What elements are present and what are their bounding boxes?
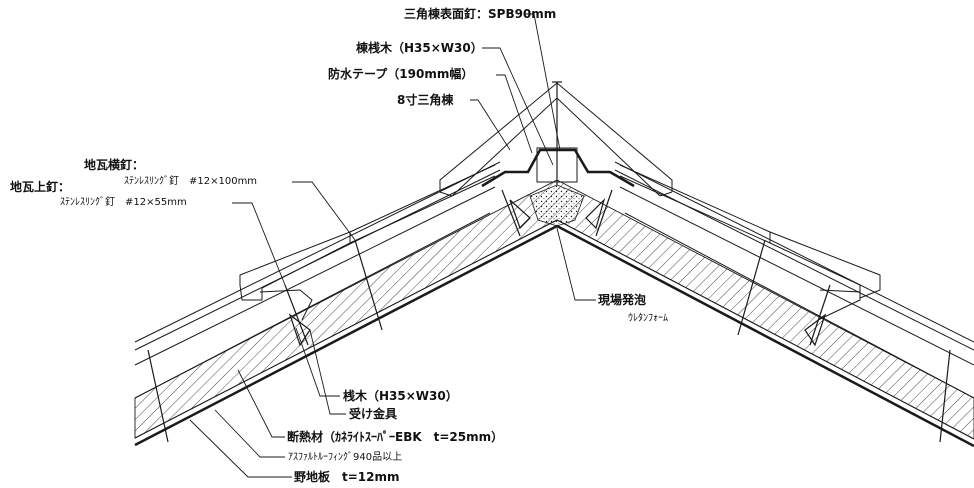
label-sheathing: 野地板 t=12mm: [294, 470, 400, 484]
label-asphalt: ｱｽﾌｧﾙﾄﾙｰﾌｨﾝｸﾞ940品以上: [288, 452, 403, 463]
label-jigawara-ue-title: 地瓦上釘：: [10, 180, 71, 194]
label-jigawara-yoko-spec: ｽﾃﾝﾚｽﾘﾝｸﾞ釘 #12×100mm: [124, 176, 258, 187]
brackets-and-nails: [147, 189, 951, 443]
tile-profile-right: [619, 164, 881, 321]
label-waterproof-tape: 防水テープ（190mm幅）: [328, 67, 474, 81]
label-ridge-nail: 三角棟表面釘：SPB90mm: [404, 7, 557, 21]
tile-profile-left: [239, 164, 496, 321]
label-ridge-8sun: 8寸三角棟: [397, 93, 454, 107]
leader-lines: [189, 13, 596, 478]
label-insulation: 断熱材（ｶﾈﾗｲﾄｽｰﾊﾟｰEBK t=25mm）: [287, 430, 504, 444]
label-foam-title: 現場発泡: [598, 293, 647, 307]
label-jigawara-yoko-title: 地瓦横釘：: [84, 158, 145, 172]
label-foam-sub: ｳﾚﾀﾝﾌｫｰﾑ: [628, 313, 668, 324]
label-ridge-batten: 棟桟木（H35×W30）: [356, 41, 483, 55]
label-jigawara-ue-spec: ｽﾃﾝﾚｽﾘﾝｸﾞ釘 #12×55mm: [60, 197, 187, 208]
label-sangi: 桟木（H35×W30）: [343, 389, 458, 403]
label-bracket: 受け金具: [349, 407, 398, 421]
